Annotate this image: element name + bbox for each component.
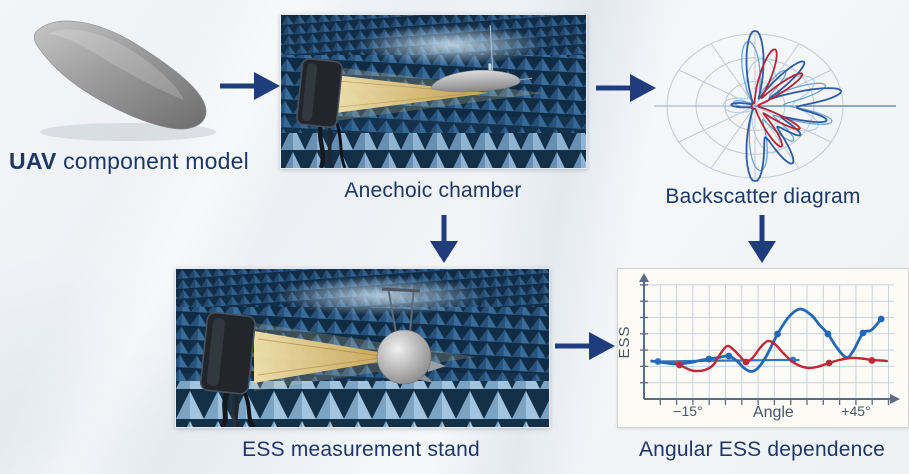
flow-arrow-down-1-icon [430, 215, 458, 263]
ess-line-chart: −15° +45° Angle ESS [616, 273, 900, 421]
anechoic-chamber-image [281, 15, 586, 168]
uav-model-icon [33, 20, 216, 141]
ess-stand-photo [175, 268, 550, 428]
uav-caption-rest: component model [56, 148, 249, 174]
uav-caption-bold: UAV [9, 148, 57, 174]
ess-chart-panel: −15° +45° Angle ESS [616, 268, 909, 428]
sphere-target-model [376, 286, 446, 385]
svg-text:Angle: Angle [753, 404, 794, 421]
backscatter-caption: Backscatter diagram [665, 185, 861, 208]
ess-stand-image [176, 269, 549, 427]
flow-arrow-down-2-icon [748, 215, 776, 263]
uav-model-figure [8, 2, 243, 150]
anechoic-chamber-photo [280, 14, 587, 169]
horn-antenna [199, 311, 256, 427]
backscatter-polar-plot [654, 30, 896, 182]
uav-target-model [430, 25, 533, 93]
uav-model-caption: UAV component model [0, 148, 258, 175]
flow-arrow-right-3-icon [555, 332, 615, 360]
svg-text:−15°: −15° [673, 403, 702, 419]
svg-text:+45°: +45° [841, 403, 870, 419]
flow-arrow-right-1-icon [220, 72, 280, 100]
anechoic-chamber-caption: Anechoic chamber [344, 179, 522, 202]
ess-stand-caption: ESS measurement stand [242, 438, 480, 461]
svg-text:ESS: ESS [618, 325, 633, 358]
flow-arrow-right-2-icon [596, 74, 656, 102]
angular-caption: Angular ESS dependence [638, 438, 886, 461]
horn-antenna [296, 58, 347, 168]
